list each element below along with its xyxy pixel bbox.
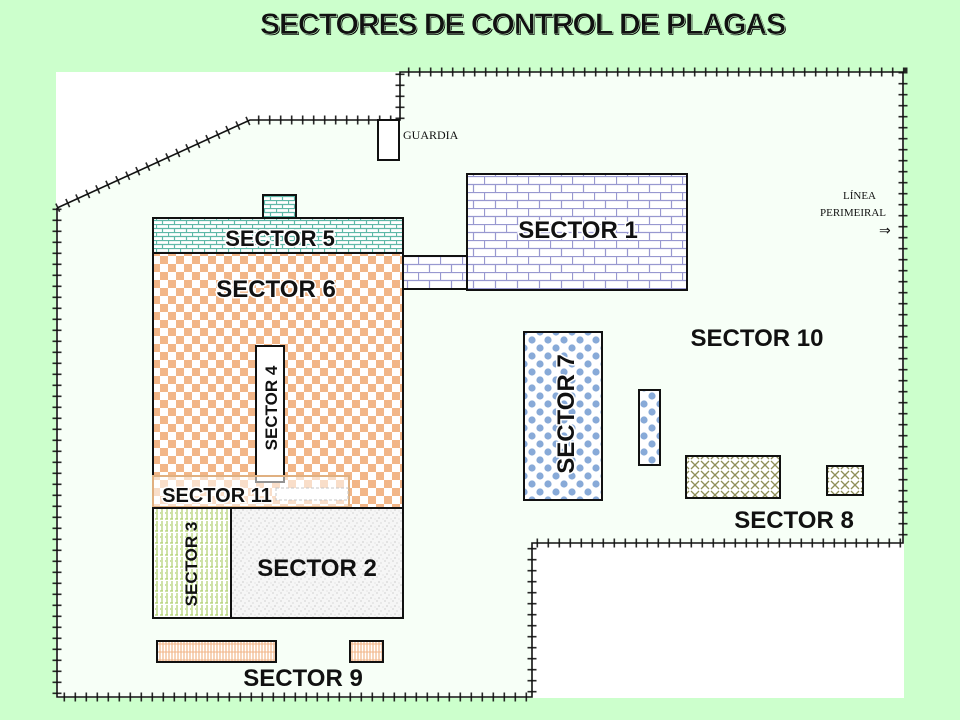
sector-2-label: SECTOR 2: [257, 555, 377, 582]
sector-7: [523, 331, 603, 501]
sector-4: [255, 345, 285, 483]
sector-11-label: SECTOR 11: [162, 485, 272, 507]
sector-8-label: SECTOR 8: [734, 507, 854, 534]
sector-1-corridor: [402, 255, 470, 290]
sector-10-label: SECTOR 10: [691, 325, 824, 352]
sector-11-dock: [275, 487, 349, 501]
sector-6-label: SECTOR 6: [216, 276, 336, 303]
sector-5-label: SECTOR 5: [225, 226, 335, 251]
sector-8-large: [685, 455, 781, 499]
sector-7-label: SECTOR 7: [553, 354, 580, 474]
perimeter-label: LÍNEA PERIMEIRAL ⇒: [820, 190, 891, 239]
perimeter-label-line1: LÍNEA: [843, 190, 876, 202]
sector-5: [152, 217, 404, 254]
sector-9-small: [349, 640, 384, 663]
sector-7-small: [638, 389, 661, 466]
sector-4-label: SECTOR 4: [262, 365, 281, 450]
sector-2: [230, 507, 404, 619]
perimeter-label-line2: PERIMEIRAL: [820, 207, 886, 219]
sector-8-small: [826, 465, 864, 496]
guard-label: GUARDIA: [403, 128, 459, 142]
perimeter-arrow-icon: ⇒: [879, 224, 891, 239]
perimeter-fence: [52, 67, 908, 702]
sector-9-label: SECTOR 9: [243, 665, 363, 692]
page-title: SECTORES DE CONTROL DE PLAGAS: [260, 8, 787, 42]
sector-3-label: SECTOR 3: [182, 522, 201, 607]
guard-house: [377, 119, 400, 161]
sector-1: [466, 173, 688, 291]
sector-1-label: SECTOR 1: [518, 217, 638, 244]
sector-5-annex: [262, 194, 297, 220]
sector-9-large: [156, 640, 277, 663]
